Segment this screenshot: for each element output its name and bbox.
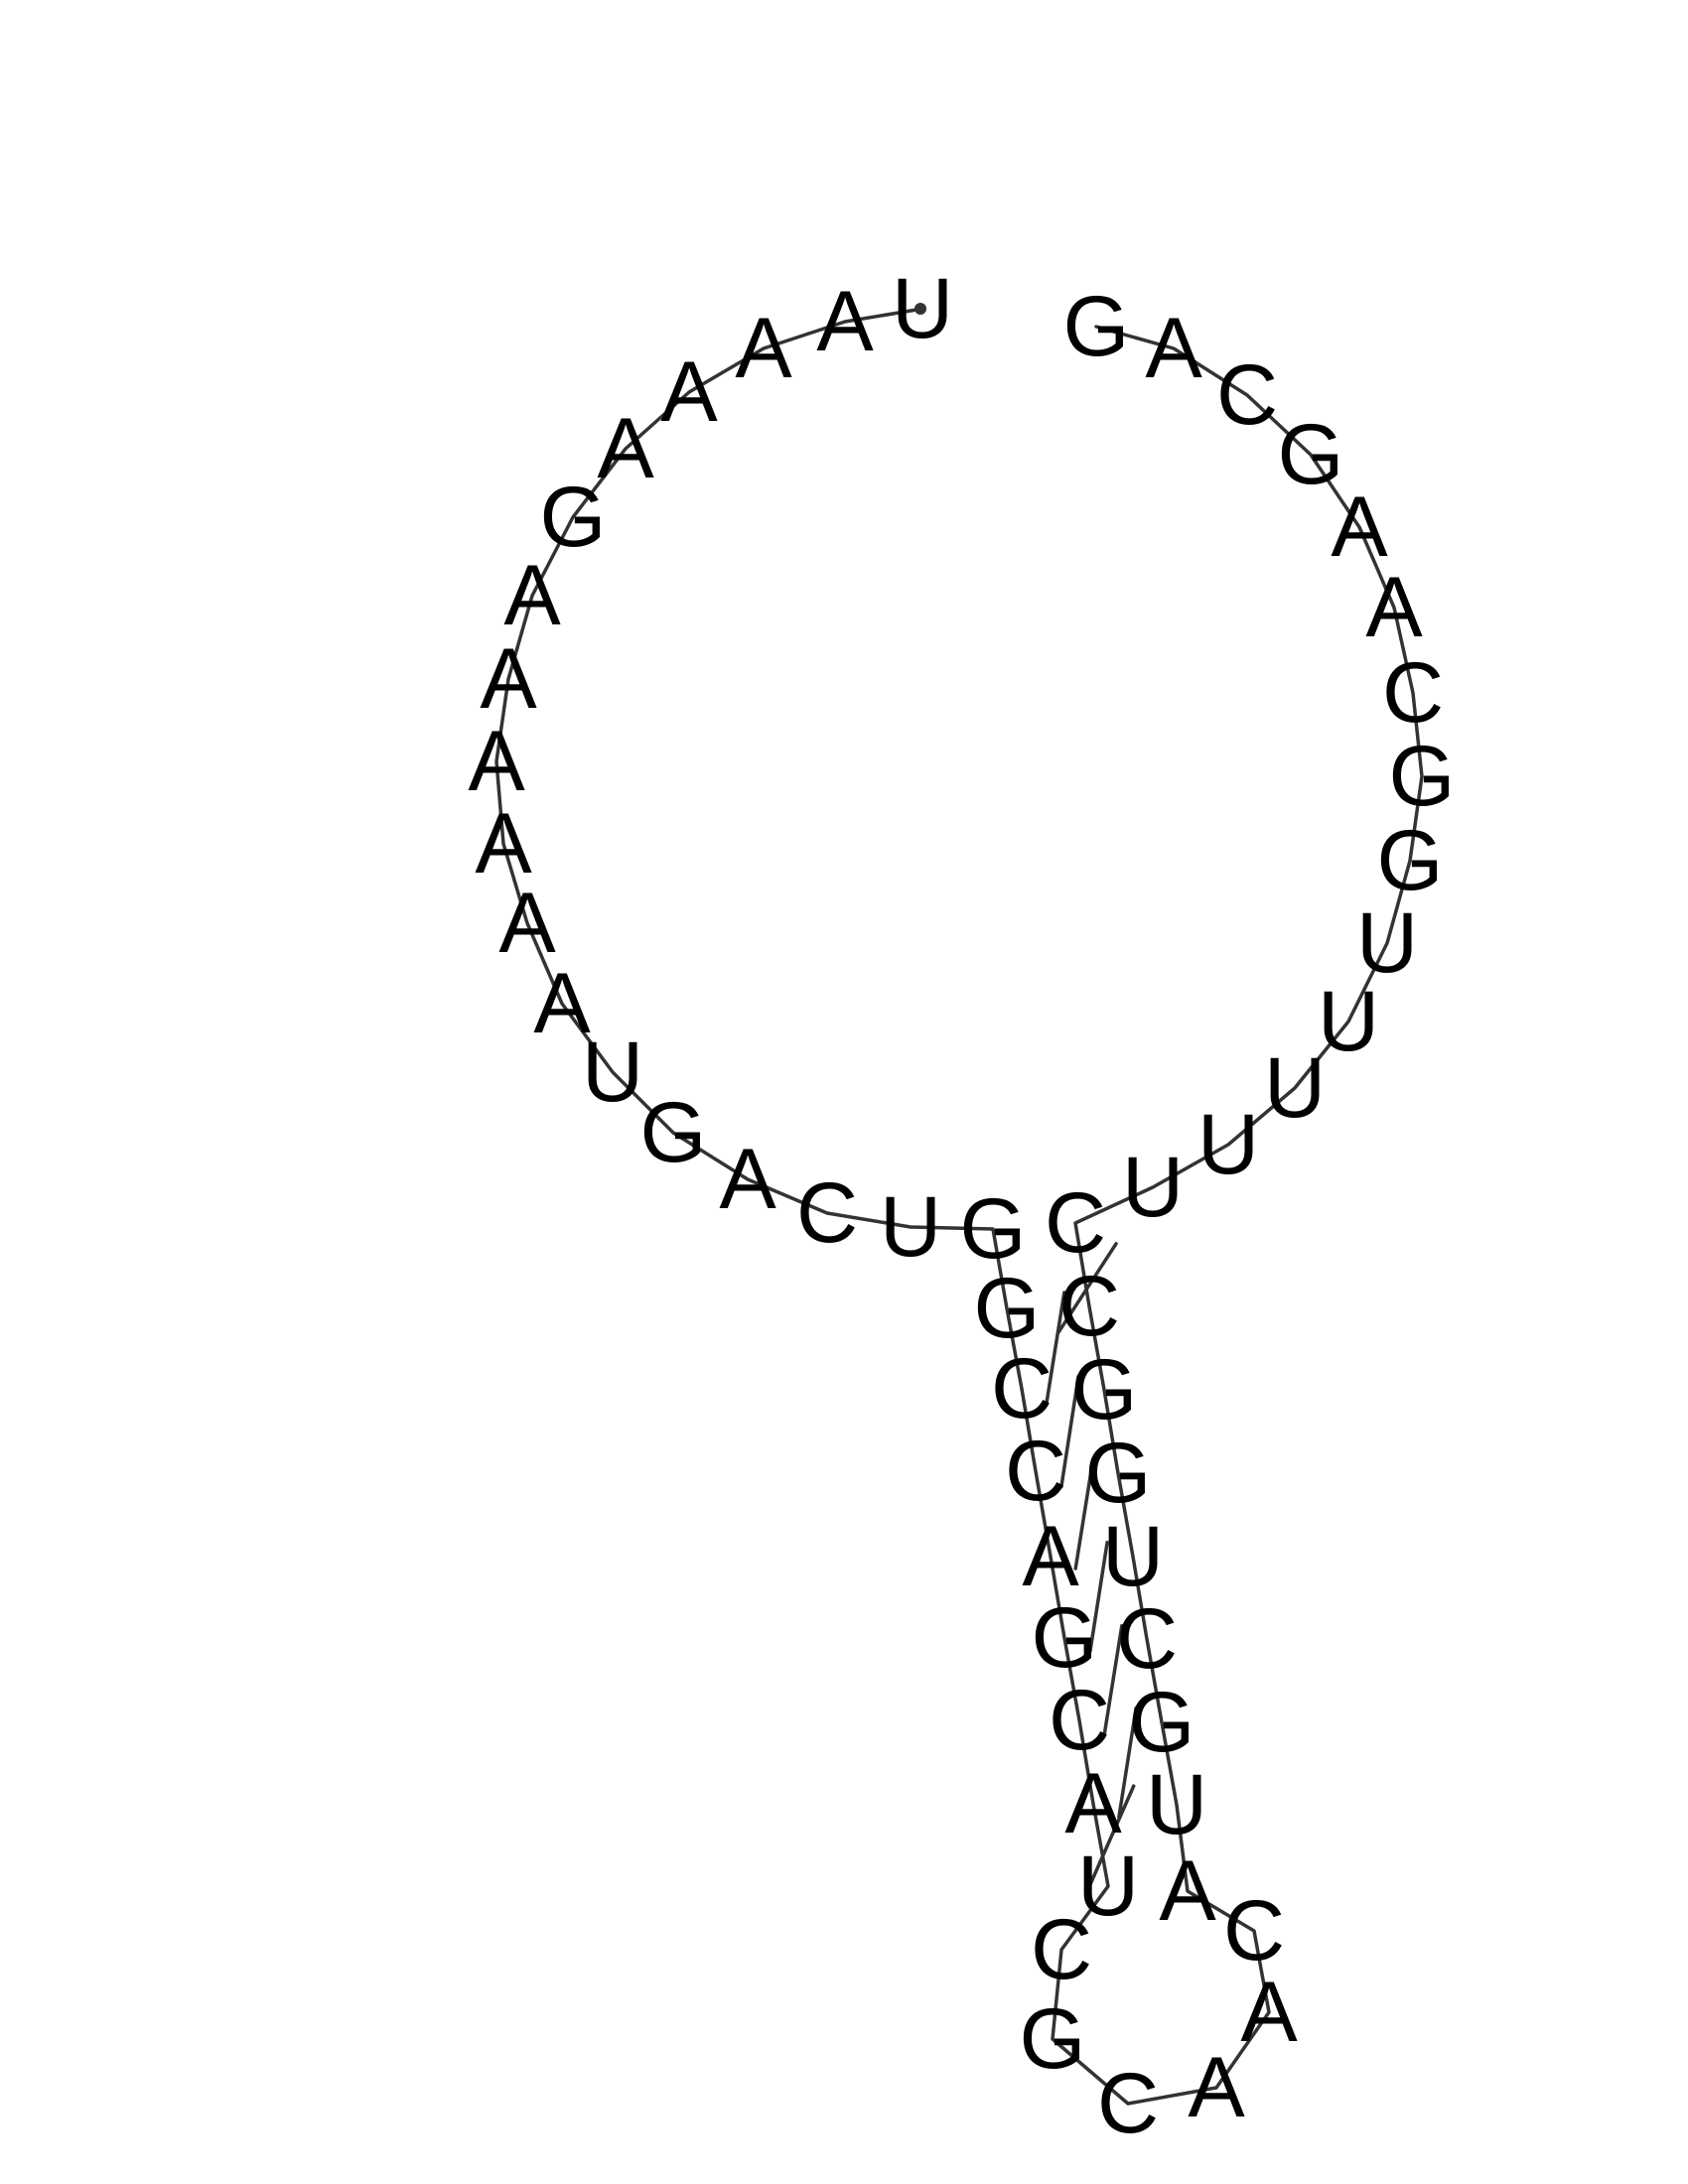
nucleotide-label: U <box>1122 1140 1184 1235</box>
nucleotide-label: A <box>475 796 532 891</box>
nucleotide-label: C <box>1116 1591 1178 1687</box>
nucleotide-label: C <box>1049 1673 1110 1768</box>
base-pair-bonds <box>1045 1242 1138 1888</box>
base-pair-bond <box>1088 1540 1109 1654</box>
nucleotide-label: G <box>974 1261 1041 1356</box>
nucleotide-label: U <box>582 1024 643 1120</box>
nucleotide-label: G <box>1071 1342 1138 1437</box>
nucleotide-label: G <box>1129 1675 1196 1770</box>
nucleotide-label: G <box>1085 1426 1152 1521</box>
rna-backbone <box>494 307 1424 2106</box>
base-pair-bond <box>1117 1706 1138 1820</box>
nucleotide-label: C <box>1216 347 1278 443</box>
nucleotide-label: C <box>1045 1175 1106 1271</box>
nucleotide-label: U <box>1356 895 1418 991</box>
nucleotide-label: G <box>1063 279 1130 374</box>
nucleotide-label: C <box>1382 645 1444 741</box>
nucleotide-label: U <box>1264 1040 1326 1136</box>
nucleotide-label: A <box>468 714 525 809</box>
nucleotide-label: A <box>1064 1756 1122 1851</box>
nucleotide-label: A <box>1365 560 1423 655</box>
nucleotide-label: G <box>540 470 607 565</box>
nucleotide-label: A <box>735 301 792 396</box>
nucleotide-label: C <box>1097 2056 1159 2151</box>
nucleotide-label: U <box>1102 1509 1164 1604</box>
nucleotide-label: A <box>1159 1843 1216 1939</box>
base-pair-bond <box>1102 1623 1124 1737</box>
nucleotide-label: C <box>1005 1424 1066 1519</box>
nucleotide-label: A <box>503 548 561 643</box>
nucleotide-label: U <box>892 261 953 356</box>
nucleotide-label: U <box>1077 1839 1139 1934</box>
nucleotide-label: C <box>796 1165 858 1261</box>
nucleotide-label: U <box>1197 1097 1259 1192</box>
five-prime-start-marker <box>914 303 926 315</box>
base-pair-bond <box>1056 1242 1118 1334</box>
nucleotide-label: U <box>1146 1757 1207 1852</box>
nucleotide-label: A <box>1022 1509 1079 1604</box>
nucleotide-label: A <box>498 876 556 971</box>
nucleotide-label: G <box>1032 1590 1098 1686</box>
nucleotide-label: C <box>1223 1883 1285 1979</box>
nucleotide-label: G <box>640 1085 707 1180</box>
base-pair-bond <box>1045 1291 1066 1404</box>
nucleotide-label: G <box>1278 407 1344 502</box>
nucleotide-label: A <box>1240 1965 1298 2060</box>
nucleotide-label: G <box>1020 1991 1086 2087</box>
base-pair-bond <box>1087 1784 1136 1888</box>
nucleotide-label: A <box>1188 2040 1245 2135</box>
nucleotide-label: C <box>991 1341 1053 1436</box>
nucleotide-label: G <box>1389 729 1456 824</box>
nucleotide-label: A <box>480 631 537 727</box>
nucleotide-label: C <box>1031 1902 1092 1997</box>
nucleotide-label: G <box>1377 813 1444 908</box>
nucleotide-label: A <box>719 1132 776 1227</box>
nucleotide-label: A <box>1145 301 1202 396</box>
nucleotide-label: A <box>597 401 654 496</box>
nucleotide-label: C <box>1058 1259 1120 1354</box>
nucleotide-label: A <box>660 344 718 440</box>
nucleotide-label: U <box>880 1179 941 1275</box>
nucleotide-label: U <box>1318 974 1379 1069</box>
base-pair-bond <box>1073 1457 1095 1570</box>
nucleotide-label: G <box>960 1181 1027 1277</box>
nucleotide-label: A <box>533 956 591 1051</box>
nucleotide-label: A <box>1331 479 1388 575</box>
base-pair-bond <box>1059 1374 1080 1489</box>
nucleotide-label: A <box>816 274 874 369</box>
